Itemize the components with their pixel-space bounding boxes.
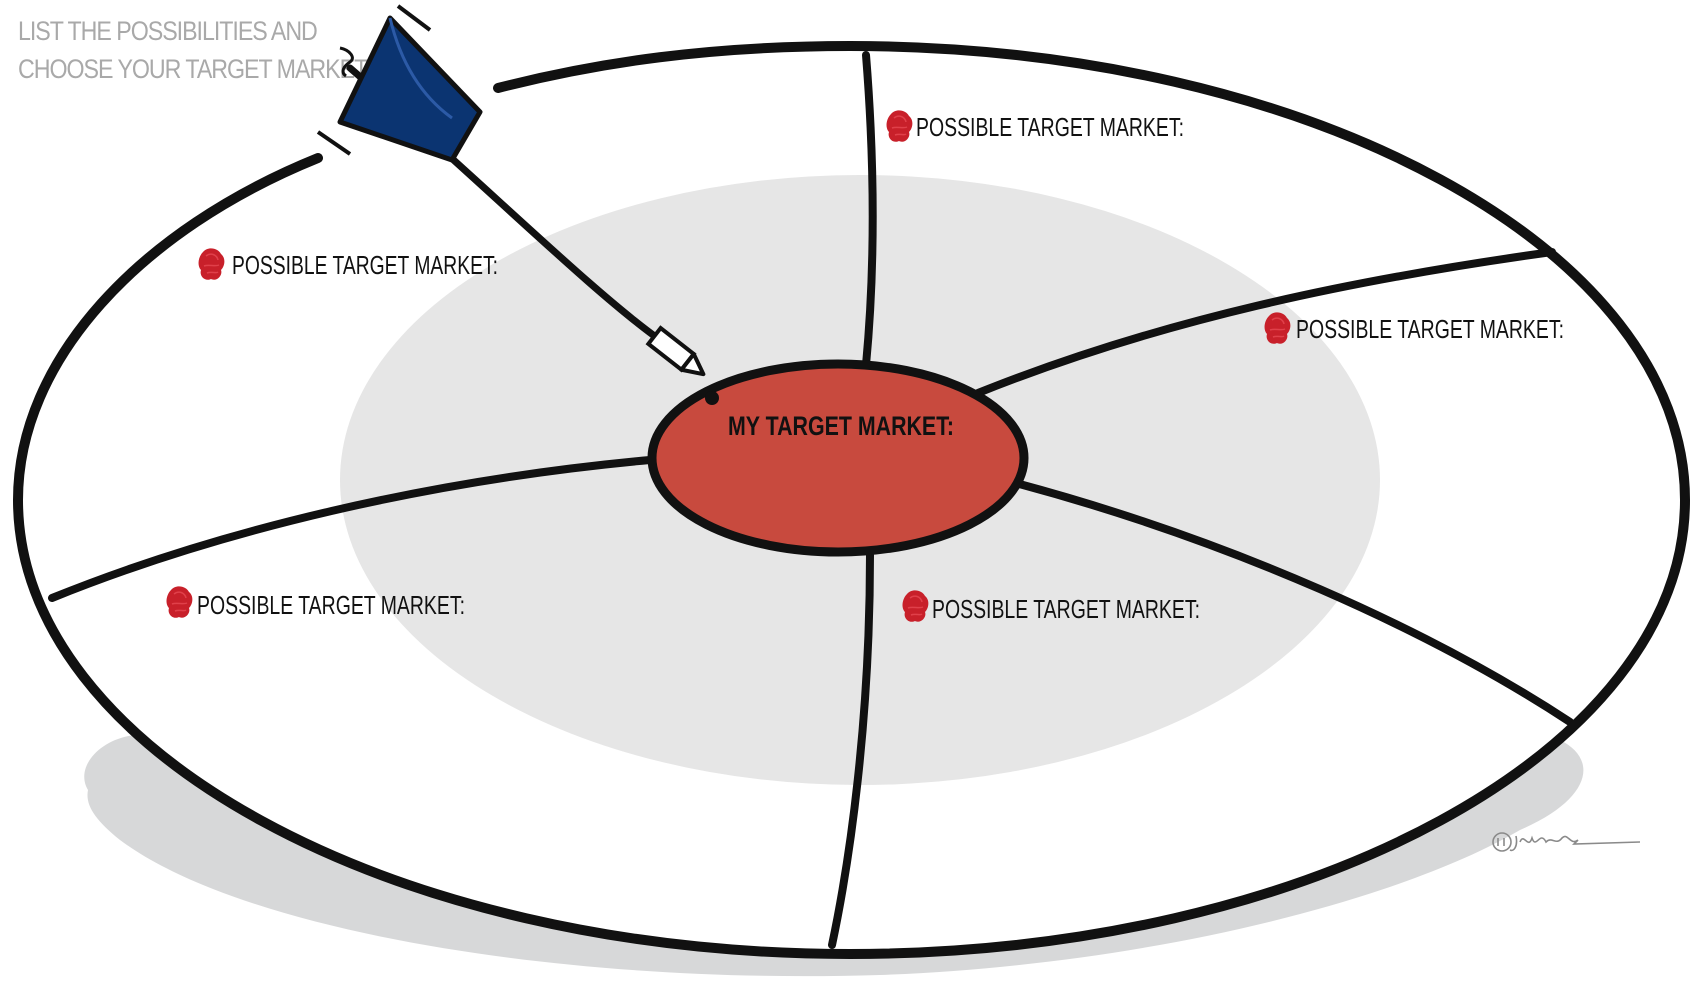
artist-signature [1492,832,1641,852]
divider-top [862,51,877,369]
segment-label-bottom: POSSIBLE TARGET MARKET: [932,594,1200,624]
segment-label-top: POSSIBLE TARGET MARKET: [916,112,1184,142]
instruction-line-2: CHOOSE YOUR TARGET MARKET [18,54,368,84]
segment-label-lower-left: POSSIBLE TARGET MARKET: [197,590,465,620]
outer-ring-outline [12,40,1691,960]
instruction-line-1: LIST THE POSSIBILITIES AND [18,16,318,46]
segment-label-right: POSSIBLE TARGET MARKET: [1296,314,1564,344]
divider-upper-right [974,248,1556,397]
center-label: MY TARGET MARKET: [728,411,954,441]
segment-dividers [48,51,1574,949]
divider-bottom [828,551,874,949]
dart-arrow-icon [316,4,719,405]
segment-label-upper-left: POSSIBLE TARGET MARKET: [232,250,498,280]
bullseye [647,359,1029,557]
divider-left [48,456,654,602]
divider-lower-right [1008,478,1574,726]
